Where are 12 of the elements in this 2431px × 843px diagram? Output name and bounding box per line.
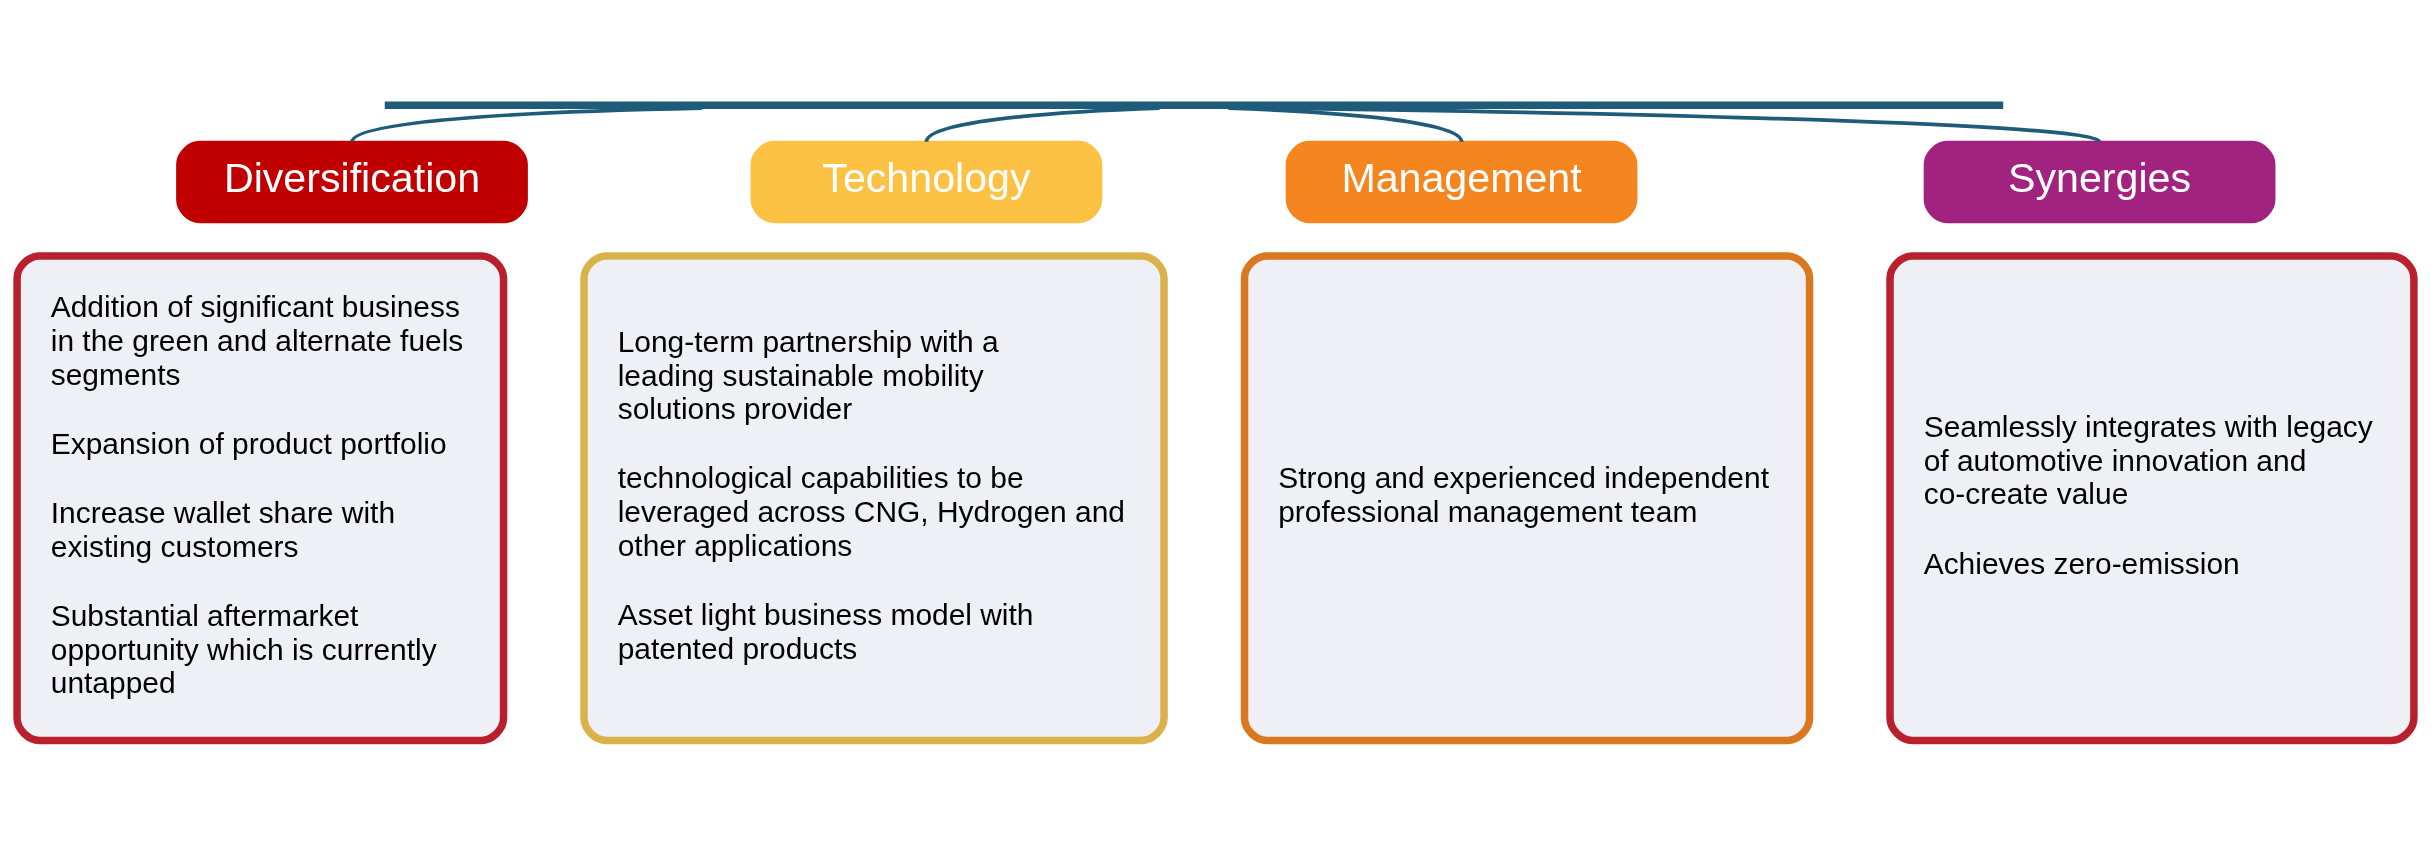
connector xyxy=(350,106,702,143)
node-box: Addition of significant business in the green and alternate fuels segments Expansion of product portfolio Increase wallet share with existing customers Substantial aftermarket opportunity which is currently untapped xyxy=(13,252,508,745)
node-box: Synergies xyxy=(1923,140,2276,224)
node-box: Diversification xyxy=(176,140,528,224)
node-bar xyxy=(384,101,2004,110)
connector xyxy=(924,106,1160,143)
node-box: Technology xyxy=(750,140,1103,224)
node-box: Long-term partnership with a leading sustainable mobility solutions provider technological capabilities to be leveraged across CNG, Hydrogen and other applications Asset light business model with patented products xyxy=(580,252,1168,745)
node-box: Seamlessly integrates with legacy of automotive innovation and co-create value Achieves zero-emission xyxy=(1886,252,2418,745)
node-box: Strong and experienced independent professional management team xyxy=(1240,252,1814,745)
node-box: Management xyxy=(1285,140,1638,224)
connector xyxy=(1228,106,1464,143)
